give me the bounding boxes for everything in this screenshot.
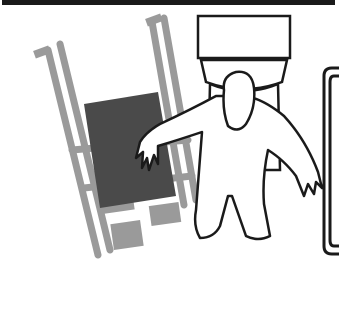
grab-bar-frame <box>324 68 339 254</box>
toilet-tank <box>198 16 290 58</box>
wheelchair-seat <box>84 92 176 208</box>
top-rule <box>2 0 335 5</box>
